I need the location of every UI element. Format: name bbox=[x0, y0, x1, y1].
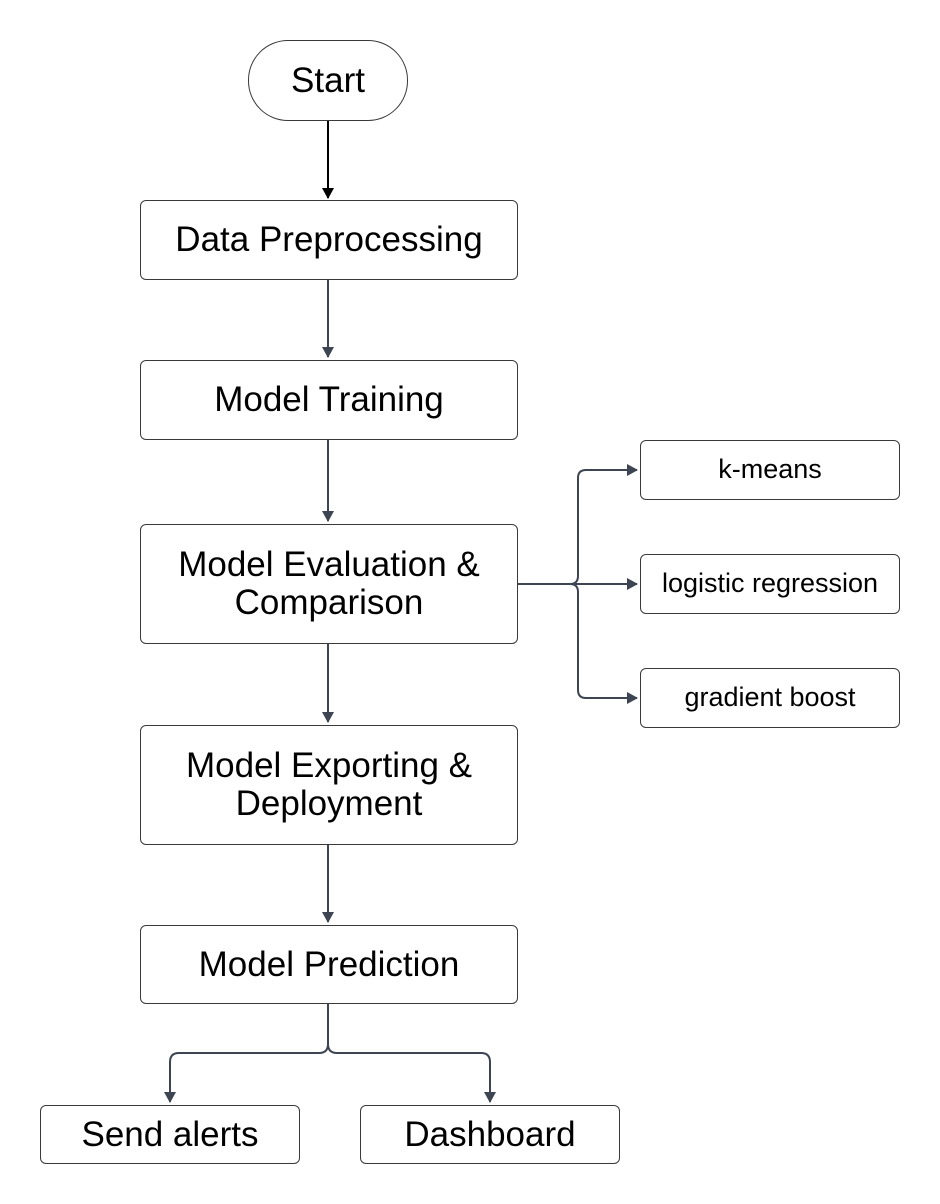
data-preprocessing-label: Data Preprocessing bbox=[175, 220, 483, 260]
kmeans-node: k-means bbox=[640, 440, 900, 500]
send-alerts-node: Send alerts bbox=[40, 1105, 300, 1164]
gradient-boost-node: gradient boost bbox=[640, 668, 900, 728]
dashboard-node: Dashboard bbox=[360, 1105, 620, 1164]
dashboard-label: Dashboard bbox=[404, 1114, 576, 1154]
logistic-regression-node: logistic regression bbox=[640, 554, 900, 614]
logistic-regression-label: logistic regression bbox=[661, 568, 879, 599]
model-exporting-node: Model Exporting & Deployment bbox=[140, 725, 518, 845]
model-training-node: Model Training bbox=[140, 360, 518, 440]
model-exporting-label: Model Exporting & Deployment bbox=[186, 746, 472, 823]
arrow-evaluation-to-gradient bbox=[518, 583, 638, 704]
kmeans-label: k-means bbox=[718, 454, 822, 485]
arrow-evaluation-to-kmeans bbox=[518, 464, 638, 585]
data-preprocessing-node: Data Preprocessing bbox=[140, 200, 518, 280]
gradient-boost-label: gradient boost bbox=[684, 682, 856, 713]
start-node: Start bbox=[248, 40, 408, 121]
model-evaluation-node: Model Evaluation & Comparison bbox=[140, 524, 518, 644]
model-training-label: Model Training bbox=[214, 380, 444, 420]
model-prediction-node: Model Prediction bbox=[140, 925, 518, 1004]
arrow-prediction-to-dashboard bbox=[327, 1004, 496, 1103]
model-evaluation-label: Model Evaluation & Comparison bbox=[178, 545, 480, 622]
send-alerts-label: Send alerts bbox=[81, 1114, 259, 1154]
model-prediction-label: Model Prediction bbox=[198, 944, 460, 984]
start-label: Start bbox=[291, 60, 365, 100]
arrow-prediction-to-alerts bbox=[164, 1004, 329, 1103]
